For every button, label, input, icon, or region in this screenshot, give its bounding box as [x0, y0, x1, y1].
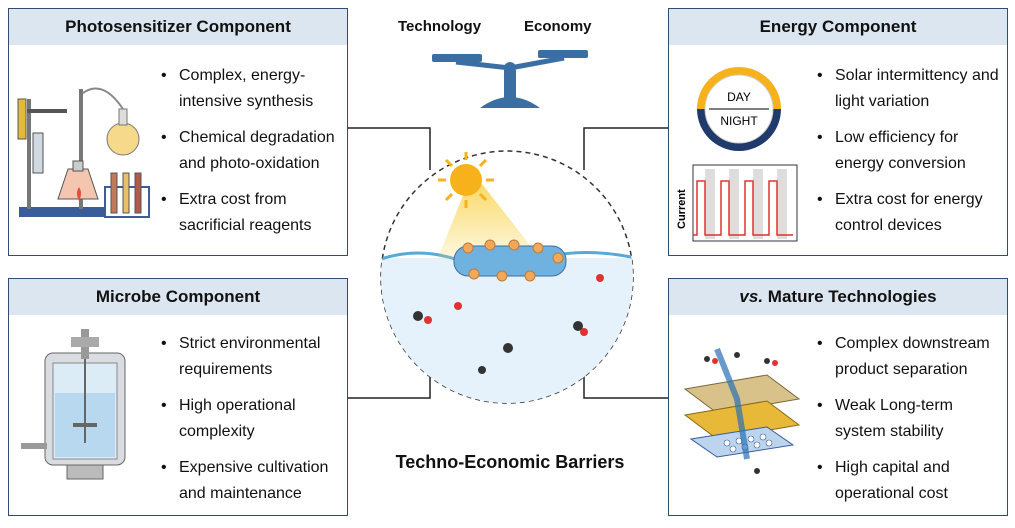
dial-day-label: DAY: [727, 90, 751, 104]
center-title: Techno-Economic Barriers: [395, 452, 625, 472]
panel-title: vs. Mature Technologies: [669, 279, 1007, 315]
dial-night-label: NIGHT: [720, 114, 758, 128]
photobiohybrid-illustration: [380, 150, 634, 404]
day-night-dial-icon: DAY NIGHT: [697, 67, 781, 151]
mature-list: Complex downstream product separation We…: [813, 331, 1007, 517]
list-item: High capital and operational cost: [813, 455, 1007, 507]
list-item: Complex downstream product separation: [813, 331, 1007, 383]
chart-ylabel: Current: [676, 189, 688, 229]
list-item: Extra cost from sacrificial reagents: [157, 187, 347, 239]
scale-label-technology: Technology: [398, 18, 482, 35]
list-item: Solar intermittency and light variation: [813, 63, 1007, 115]
microbe-list: Strict environmental requirements High o…: [157, 331, 347, 517]
panel-title: Energy Component: [669, 9, 1007, 45]
current-square-wave-chart: Current: [676, 164, 798, 242]
energy-panel: Energy Component DAY NIGHT Current Solar…: [668, 8, 1008, 256]
title-rest: Mature Technologies: [763, 287, 937, 306]
membrane-separation-icon: [683, 347, 801, 474]
balance-scale-icon: [432, 50, 588, 108]
bioreactor-icon: [21, 329, 126, 480]
photosensitizer-panel: Photosensitizer Component Complex, energ…: [8, 8, 348, 256]
list-item: Low efficiency for energy conversion: [813, 125, 1007, 177]
energy-list: Solar intermittency and light variation …: [813, 63, 1007, 249]
lab-glassware-icon: [17, 87, 150, 218]
panel-title: Microbe Component: [9, 279, 347, 315]
list-item: Chemical degradation and photo-oxidation: [157, 125, 347, 177]
list-item: Complex, energy-intensive synthesis: [157, 63, 347, 115]
list-item: Strict environmental requirements: [157, 331, 347, 383]
mature-technologies-panel: vs. Mature Technologies Complex downstre…: [668, 278, 1008, 516]
list-item: High operational complexity: [157, 393, 347, 445]
list-item: Weak Long-term system stability: [813, 393, 1007, 445]
microbe-panel: Microbe Component Strict environmental r…: [8, 278, 348, 516]
sun-icon: [438, 152, 494, 208]
list-item: Extra cost for energy control devices: [813, 187, 1007, 239]
photosensitizer-list: Complex, energy-intensive synthesis Chem…: [157, 63, 347, 249]
panel-title: Photosensitizer Component: [9, 9, 347, 45]
title-prefix: vs.: [739, 287, 764, 306]
scale-label-economy: Economy: [524, 18, 592, 35]
list-item: Expensive cultivation and maintenance: [157, 455, 347, 507]
